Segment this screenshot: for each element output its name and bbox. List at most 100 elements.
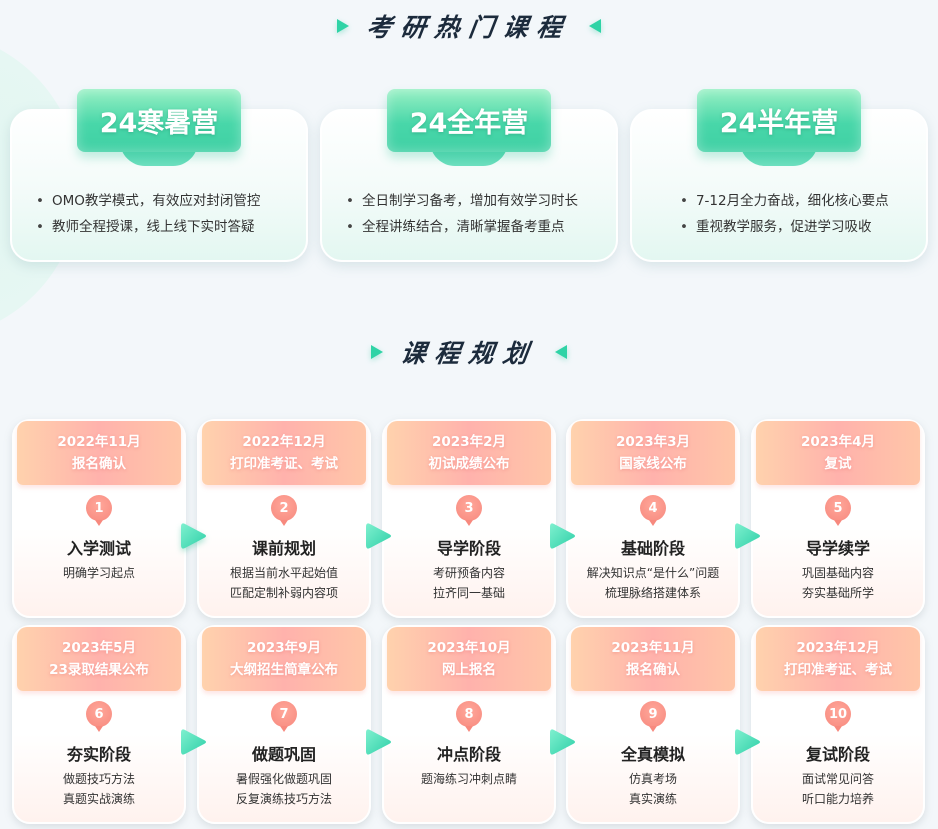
camp-card-half-year[interactable]: 24半年营 7-12月全力奋战，细化核心要点 重视教学服务，促进学习吸收	[630, 89, 928, 262]
plan-step-8[interactable]: 2023年10月 网上报名 8 冲点阶段 题海练习冲刺点睛	[382, 625, 556, 824]
step-desc: 巩固基础内容 夯实基础所学	[753, 563, 923, 603]
step-date-header: 2023年9月 大纲招生简章公布	[202, 627, 366, 691]
step-event: 网上报名	[442, 662, 496, 678]
step-date: 2023年5月	[62, 640, 136, 656]
step-stage: 复试阶段	[805, 745, 870, 764]
camp-point: 重视教学服务，促进学习吸收	[648, 215, 910, 235]
step-stage: 导学阶段	[436, 539, 501, 558]
step-desc-line: 题海练习冲刺点睛	[420, 772, 517, 786]
step-stage: 导学续学	[805, 539, 870, 558]
triangle-left-icon	[555, 345, 567, 359]
step-number-pin: 10	[825, 701, 851, 727]
step-desc-line: 匹配定制补弱内容项	[229, 586, 338, 600]
step-desc-line: 做题技巧方法	[62, 772, 135, 786]
course-plan-heading: 课程规划	[0, 334, 938, 370]
camp-point: 全日制学习备考，增加有效学习时长	[338, 189, 600, 209]
step-date: 2023年12月	[796, 640, 880, 656]
step-desc-line: 考研预备内容	[432, 566, 505, 580]
play-arrow-icon	[181, 521, 207, 551]
step-desc-line: 真题实战演练	[62, 792, 135, 806]
step-desc-line: 梳理脉络搭建体系	[604, 586, 701, 600]
step-date: 2023年10月	[427, 640, 511, 656]
play-arrow-icon	[735, 727, 761, 757]
step-date-header: 2023年2月 初试成绩公布	[387, 421, 551, 485]
step-event: 打印准考证、考试	[784, 662, 892, 678]
step-date-header: 2022年11月 报名确认	[17, 421, 181, 485]
step-desc-line: 夯实基础所学	[801, 586, 874, 600]
step-date: 2023年3月	[616, 434, 690, 450]
camp-badge: 24全年营	[387, 89, 551, 152]
step-date-header: 2023年4月 复试	[756, 421, 920, 485]
step-desc-line: 明确学习起点	[62, 566, 135, 580]
step-desc-line: 解决知识点“是什么”问题	[586, 566, 720, 580]
step-desc-line: 巩固基础内容	[801, 566, 874, 580]
plan-step-1[interactable]: 2022年11月 报名确认 1 入学测试 明确学习起点	[12, 419, 186, 618]
step-desc: 题海练习冲刺点睛	[384, 769, 554, 789]
step-desc-line: 暑假强化做题巩固	[235, 772, 332, 786]
step-date-header: 2023年10月 网上报名	[387, 627, 551, 691]
hot-courses-heading: 考研热门课程	[0, 8, 938, 44]
step-event: 国家线公布	[619, 456, 687, 472]
step-number-pin: 9	[640, 701, 666, 727]
play-arrow-icon	[550, 521, 576, 551]
step-event: 报名确认	[72, 456, 126, 472]
camp-card-full-year[interactable]: 24全年营 全日制学习备考，增加有效学习时长 全程讲练结合，清晰掌握备考重点	[320, 89, 618, 262]
step-event: 报名确认	[626, 662, 680, 678]
plan-step-9[interactable]: 2023年11月 报名确认 9 全真模拟 仿真考场 真实演练	[566, 625, 740, 824]
step-date-header: 2023年5月 23录取结果公布	[17, 627, 181, 691]
step-date-header: 2023年3月 国家线公布	[571, 421, 735, 485]
plan-step-10[interactable]: 2023年12月 打印准考证、考试 10 复试阶段 面试常见问答 听口能力培养	[751, 625, 925, 824]
step-desc: 做题技巧方法 真题实战演练	[14, 769, 184, 809]
step-number-pin: 3	[456, 495, 482, 521]
camp-card-winter-summer[interactable]: 24寒暑营 OMO教学模式，有效应对封闭管控 教师全程授课，线上线下实时答疑	[10, 89, 308, 262]
step-desc: 根据当前水平起始值 匹配定制补弱内容项	[199, 563, 369, 603]
camp-point: 全程讲练结合，清晰掌握备考重点	[338, 215, 600, 235]
step-desc: 考研预备内容 拉齐同一基础	[384, 563, 554, 603]
step-stage: 入学测试	[66, 539, 131, 558]
camp-points: 全日制学习备考，增加有效学习时长 全程讲练结合，清晰掌握备考重点	[322, 189, 616, 235]
triangle-left-icon	[589, 19, 601, 33]
plan-step-5[interactable]: 2023年4月 复试 5 导学续学 巩固基础内容 夯实基础所学	[751, 419, 925, 618]
step-date: 2023年9月	[247, 640, 321, 656]
camp-point: 7-12月全力奋战，细化核心要点	[648, 189, 910, 209]
play-arrow-icon	[366, 727, 392, 757]
step-stage: 做题巩固	[251, 745, 316, 764]
step-stage: 全真模拟	[620, 745, 685, 764]
step-desc-line: 反复演练技巧方法	[235, 792, 332, 806]
step-number-pin: 8	[456, 701, 482, 727]
step-date: 2022年12月	[242, 434, 326, 450]
camp-point: 教师全程授课，线上线下实时答疑	[28, 215, 290, 235]
step-desc: 明确学习起点	[14, 563, 184, 583]
camp-points: OMO教学模式，有效应对封闭管控 教师全程授课，线上线下实时答疑	[12, 189, 306, 235]
step-desc-line: 根据当前水平起始值	[229, 566, 338, 580]
step-date-header: 2022年12月 打印准考证、考试	[202, 421, 366, 485]
triangle-right-icon	[370, 345, 383, 359]
step-number-pin: 1	[86, 495, 112, 521]
step-number-pin: 7	[271, 701, 297, 727]
play-arrow-icon	[181, 727, 207, 757]
step-date: 2023年2月	[432, 434, 506, 450]
step-desc: 仿真考场 真实演练	[568, 769, 738, 809]
step-event: 打印准考证、考试	[230, 456, 338, 472]
step-stage: 课前规划	[251, 539, 316, 558]
plan-step-7[interactable]: 2023年9月 大纲招生简章公布 7 做题巩固 暑假强化做题巩固 反复演练技巧方…	[197, 625, 371, 824]
step-number-pin: 6	[86, 701, 112, 727]
plan-step-6[interactable]: 2023年5月 23录取结果公布 6 夯实阶段 做题技巧方法 真题实战演练	[12, 625, 186, 824]
step-desc-line: 拉齐同一基础	[432, 586, 505, 600]
step-desc: 暑假强化做题巩固 反复演练技巧方法	[199, 769, 369, 809]
step-number-pin: 5	[825, 495, 851, 521]
hot-courses-title: 考研热门课程	[364, 13, 573, 42]
step-date-header: 2023年12月 打印准考证、考试	[756, 627, 920, 691]
step-desc-line: 仿真考场	[628, 772, 677, 786]
triangle-right-icon	[336, 19, 349, 33]
plan-step-4[interactable]: 2023年3月 国家线公布 4 基础阶段 解决知识点“是什么”问题 梳理脉络搭建…	[566, 419, 740, 618]
step-stage: 基础阶段	[620, 539, 685, 558]
step-stage: 夯实阶段	[66, 745, 131, 764]
plan-step-3[interactable]: 2023年2月 初试成绩公布 3 导学阶段 考研预备内容 拉齐同一基础	[382, 419, 556, 618]
plan-step-2[interactable]: 2022年12月 打印准考证、考试 2 课前规划 根据当前水平起始值 匹配定制补…	[197, 419, 371, 618]
step-event: 大纲招生简章公布	[230, 662, 338, 678]
step-desc-line: 听口能力培养	[801, 792, 874, 806]
step-desc: 解决知识点“是什么”问题 梳理脉络搭建体系	[568, 563, 738, 603]
step-date: 2022年11月	[57, 434, 141, 450]
step-desc-line: 面试常见问答	[801, 772, 874, 786]
